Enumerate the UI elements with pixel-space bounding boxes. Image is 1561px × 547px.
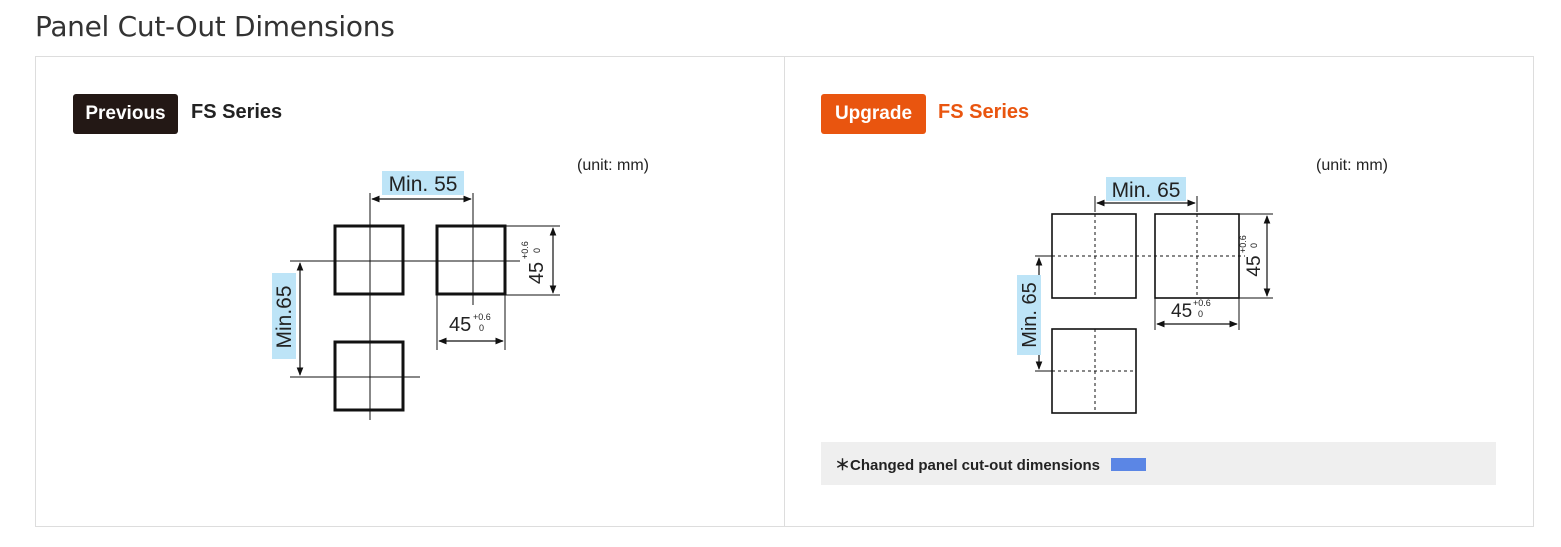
upgrade-width-highlight	[1106, 177, 1186, 201]
previous-width-highlight	[382, 171, 464, 195]
upgrade-unit-label: (unit: mm)	[1316, 157, 1388, 174]
upgrade-height-tol-lower: 0	[1249, 243, 1259, 248]
previous-height-size-value: 45	[526, 262, 548, 284]
previous-unit-label: (unit: mm)	[577, 157, 649, 174]
upgrade-height-size-value: 45	[1244, 255, 1265, 276]
note-legend-swatch	[1111, 458, 1146, 471]
previous-height-tol-upper: +0.6	[520, 241, 530, 259]
note-text: ＊Changed panel cut-out dimensions	[835, 457, 1101, 474]
previous-cutout-top-left	[333, 224, 405, 296]
upgrade-badge: Upgrade	[821, 94, 926, 134]
previous-width-tol-lower: 0	[479, 323, 484, 333]
upgrade-series-label: FS Series	[938, 101, 1030, 123]
upgrade-width-size-value: 45	[1171, 301, 1192, 322]
upgrade-width-label: Min. 65	[1112, 179, 1181, 202]
panel-divider	[784, 57, 785, 526]
upgrade-height-label: Min. 65	[1019, 282, 1041, 348]
previous-width-label: Min. 55	[389, 173, 458, 196]
previous-cutout-top-right	[435, 224, 507, 296]
previous-height-highlight	[272, 273, 296, 359]
previous-series-label: FS Series	[191, 101, 283, 123]
upgrade-height-tol-upper: +0.6	[1238, 235, 1248, 253]
previous-height-tol-lower: 0	[532, 248, 542, 253]
previous-cutout-diagram: Min. 55 45 +0.6 0 45 +0.6 0 Min.65	[272, 171, 560, 420]
previous-width-size-value: 45	[449, 314, 471, 336]
previous-height-label: Min.65	[273, 285, 296, 348]
previous-badge: Previous	[73, 94, 178, 134]
page-title: Panel Cut-Out Dimensions	[35, 10, 395, 43]
previous-cutout-bottom	[333, 340, 405, 412]
changed-dimensions-note: ＊Changed panel cut-out dimensions	[821, 442, 1496, 485]
previous-width-tol-upper: +0.6	[473, 312, 491, 322]
upgrade-height-highlight	[1017, 275, 1041, 355]
comparison-frame	[35, 56, 1534, 527]
upgrade-width-tol-lower: 0	[1198, 309, 1203, 319]
upgrade-width-tol-upper: +0.6	[1193, 298, 1211, 308]
upgrade-cutout-diagram: Min. 65 45 +0.6 0 45 +0.6 0 Min. 65	[1017, 177, 1273, 414]
